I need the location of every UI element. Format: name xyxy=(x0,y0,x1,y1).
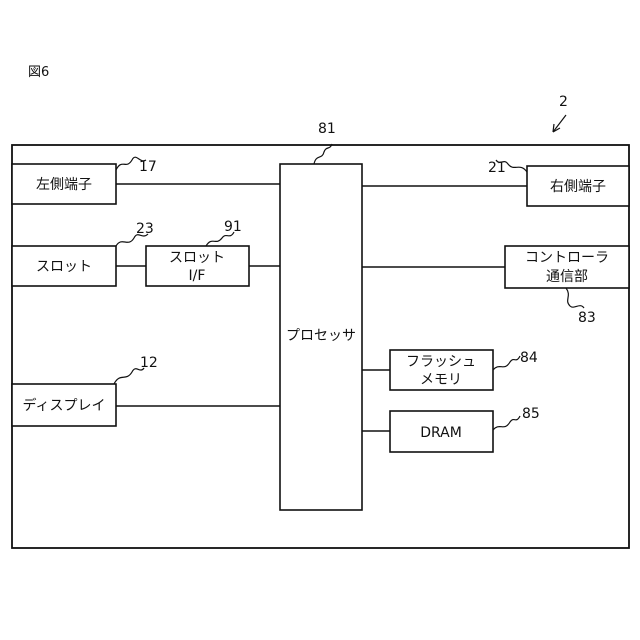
controller-comm-label-line1: コントローラ xyxy=(525,250,609,266)
slot-if-block: スロット I/F xyxy=(146,246,249,286)
processor-label: プロセッサ xyxy=(286,328,356,344)
dram-leader xyxy=(493,416,520,430)
flash-memory-label-line1: フラッシュ xyxy=(406,354,476,370)
slot-if-label-line1: スロット xyxy=(169,250,225,266)
device-ref-number: 2 xyxy=(559,94,568,110)
slot-if-ref: 91 xyxy=(224,219,242,235)
controller-comm-ref: 83 xyxy=(578,310,596,326)
flash-memory-leader xyxy=(493,356,520,370)
slot-ref: 23 xyxy=(136,221,154,237)
slot-block: スロット xyxy=(12,246,116,286)
left-terminal-label: 左側端子 xyxy=(36,177,92,193)
controller-comm-leader xyxy=(566,288,584,308)
flash-memory-ref: 84 xyxy=(520,350,538,366)
dram-label: DRAM xyxy=(420,425,462,441)
display-label: ディスプレイ xyxy=(22,397,105,414)
device-ref-arrow xyxy=(553,115,566,132)
left-terminal-block: 左側端子 xyxy=(12,164,116,204)
dram-block: DRAM xyxy=(390,411,493,452)
flash-memory-block: フラッシュ メモリ xyxy=(390,350,493,390)
flash-memory-label-line2: メモリ xyxy=(420,372,462,388)
right-terminal-label: 右側端子 xyxy=(550,179,606,195)
processor-leader xyxy=(314,144,332,164)
processor-block: プロセッサ xyxy=(280,164,362,510)
processor-ref: 81 xyxy=(318,121,336,137)
controller-comm-label-line2: 通信部 xyxy=(546,269,588,285)
slot-if-label-line2: I/F xyxy=(189,268,206,284)
left-terminal-ref: 17 xyxy=(139,159,157,175)
controller-comm-block: コントローラ 通信部 xyxy=(505,246,629,288)
display-block: ディスプレイ xyxy=(12,384,116,426)
right-terminal-ref: 21 xyxy=(488,160,506,176)
dram-ref: 85 xyxy=(522,406,540,422)
figure-label: 図6 xyxy=(28,65,49,80)
display-ref: 12 xyxy=(140,355,158,371)
right-terminal-block: 右側端子 xyxy=(527,166,629,206)
slot-label: スロット xyxy=(36,259,92,275)
